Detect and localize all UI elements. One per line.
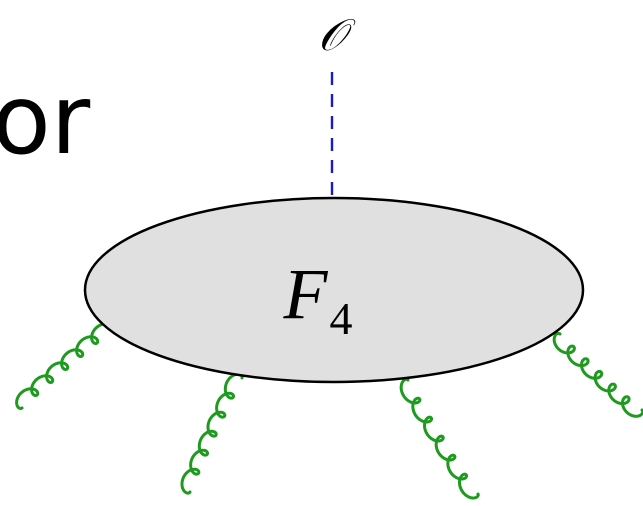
blob-subscript: 4 bbox=[329, 293, 352, 344]
blob-label-group: F4 bbox=[283, 254, 353, 344]
operator-label: 𝒪 bbox=[318, 10, 356, 61]
gluon-line-2 bbox=[180, 372, 244, 495]
gluon-line-3 bbox=[399, 377, 480, 500]
blob-label: F bbox=[283, 254, 329, 334]
gluon-line-4 bbox=[552, 331, 643, 418]
gluon-line-1 bbox=[15, 322, 115, 411]
gluon-lines bbox=[15, 322, 643, 500]
slide-partial-text: or bbox=[0, 64, 91, 176]
amplitude-blob bbox=[83, 196, 585, 384]
